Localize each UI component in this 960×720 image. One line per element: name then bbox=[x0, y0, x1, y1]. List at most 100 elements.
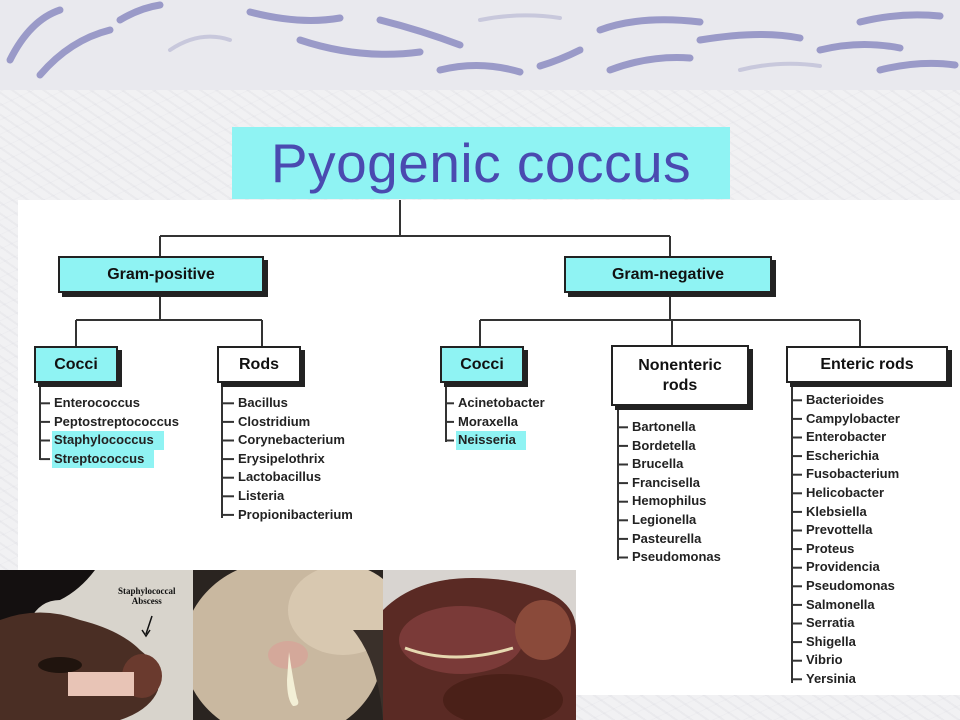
photo-eye-infection bbox=[383, 570, 576, 720]
gram-positive-rods-box: Rods bbox=[217, 346, 301, 383]
gram-positive-box: Gram-positive bbox=[58, 256, 264, 293]
list-item-row: Bacterioides bbox=[804, 391, 900, 410]
nonenteric-rods-box: Nonenteric rods bbox=[611, 345, 749, 406]
list-item: Listeria bbox=[238, 487, 285, 503]
list-item-row: Providencia bbox=[804, 558, 900, 577]
list-item: Corynebacterium bbox=[238, 432, 345, 448]
enteric-rods-box: Enteric rods bbox=[786, 346, 948, 383]
list-item-row: Bordetella bbox=[630, 437, 721, 456]
list-item: Clostridium bbox=[238, 413, 311, 429]
list-item-row: Klebsiella bbox=[804, 503, 900, 522]
list-item-row: Proteus bbox=[804, 540, 900, 559]
list-item: Hemophilus bbox=[632, 493, 707, 509]
list-item: Proteus bbox=[806, 540, 855, 556]
photo-caption: Staphylococcal Abscess bbox=[118, 586, 176, 606]
list-item: Yersinia bbox=[806, 670, 856, 686]
list-item: Francisella bbox=[632, 474, 700, 490]
list-item: Enterobacter bbox=[806, 429, 887, 445]
list-item: Bacterioides bbox=[806, 392, 885, 407]
list-item: Bacillus bbox=[238, 395, 288, 410]
list-item: Brucella bbox=[632, 456, 684, 472]
list-item: Enterococcus bbox=[54, 395, 140, 410]
nonenteric-label-line2: rods bbox=[662, 376, 698, 394]
list-item-row: Hemophilus bbox=[630, 492, 721, 511]
list-item: Peptostreptococcus bbox=[54, 413, 179, 429]
list-item: Serratia bbox=[806, 615, 855, 631]
list-item-row: Clostridium bbox=[236, 413, 353, 432]
list-item: Pasteurella bbox=[632, 530, 702, 546]
decorative-banner bbox=[0, 0, 960, 90]
list-item: Propionibacterium bbox=[238, 506, 353, 522]
list-item-row: Fusobacterium bbox=[804, 465, 900, 484]
gram-negative-cocci-box: Cocci bbox=[440, 346, 524, 383]
list-item-row: Prevottella bbox=[804, 521, 900, 540]
list-item-row: Shigella bbox=[804, 633, 900, 652]
list-item-row: Acinetobacter bbox=[456, 394, 545, 413]
list-item-row: Moraxella bbox=[456, 413, 545, 432]
list-item: Bordetella bbox=[632, 437, 696, 453]
list-item-row: Francisella bbox=[630, 474, 721, 493]
list-item-row: Bartonella bbox=[630, 418, 721, 437]
gram-negative-box: Gram-negative bbox=[564, 256, 772, 293]
list-item: Streptococcus bbox=[52, 449, 155, 469]
list-item-row: Helicobacter bbox=[804, 484, 900, 503]
list-item-row: Legionella bbox=[630, 511, 721, 530]
list-item: Moraxella bbox=[458, 413, 518, 429]
list-item-row: Corynebacterium bbox=[236, 431, 353, 450]
list-item-row: Vibrio bbox=[804, 651, 900, 670]
list-item: Providencia bbox=[806, 559, 880, 575]
list-item-row: Bacillus bbox=[236, 394, 353, 413]
list-item: Campylobacter bbox=[806, 410, 900, 426]
list-item: Vibrio bbox=[806, 652, 843, 668]
list-item-row: Streptococcus bbox=[52, 449, 179, 469]
list-item: Staphylococcus bbox=[52, 431, 164, 450]
list-item-row: Salmonella bbox=[804, 596, 900, 615]
photo-nose-abscess: Staphylococcal Abscess bbox=[0, 570, 193, 720]
list-item-row: Lactobacillus bbox=[236, 468, 353, 487]
list-item-row: Serratia bbox=[804, 614, 900, 633]
list-item-row: Listeria bbox=[236, 487, 353, 506]
list-item: Klebsiella bbox=[806, 503, 867, 519]
list-item-row: Peptostreptococcus bbox=[52, 413, 179, 432]
photo-caption-line2: Abscess bbox=[131, 596, 162, 606]
list-item: Escherichia bbox=[806, 447, 879, 463]
nonenteric-label-line1: Nonenteric bbox=[638, 356, 722, 374]
list-item: Shigella bbox=[806, 633, 856, 649]
list-item-row: Pseudomonas bbox=[804, 577, 900, 596]
list-item: Prevottella bbox=[806, 522, 873, 538]
list-item-row: Campylobacter bbox=[804, 410, 900, 429]
list-item-row: Propionibacterium bbox=[236, 506, 353, 525]
list-item: Lactobacillus bbox=[238, 469, 322, 485]
list-item-row: Erysipelothrix bbox=[236, 450, 353, 469]
classification-chart-lower bbox=[576, 570, 960, 695]
list-item: Neisseria bbox=[456, 431, 526, 450]
list-item: Fusobacterium bbox=[806, 466, 900, 482]
list-item: Acinetobacter bbox=[458, 395, 545, 410]
list-item: Helicobacter bbox=[806, 484, 885, 500]
list-item-row: Enterobacter bbox=[804, 428, 900, 447]
list-item-row: Staphylococcus bbox=[52, 431, 179, 450]
list-item-row: Neisseria bbox=[456, 431, 545, 450]
slide-title: Pyogenic coccus bbox=[232, 127, 730, 199]
list-item-row: Enterococcus bbox=[52, 394, 179, 413]
list-item: Pseudomonas bbox=[632, 549, 721, 565]
gram-positive-cocci-box: Cocci bbox=[34, 346, 118, 383]
list-item: Bartonella bbox=[632, 419, 696, 434]
list-item-row: Escherichia bbox=[804, 447, 900, 466]
clinical-photos: Staphylococcal Abscess bbox=[0, 570, 576, 720]
photo-caption-line1: Staphylococcal bbox=[118, 586, 176, 596]
list-item-row: Pseudomonas bbox=[630, 548, 721, 567]
photo-skin-abscess bbox=[193, 570, 383, 720]
list-item-row: Pasteurella bbox=[630, 530, 721, 549]
list-item: Pseudomonas bbox=[806, 577, 895, 593]
list-item: Salmonella bbox=[806, 596, 875, 612]
list-item: Legionella bbox=[632, 511, 697, 527]
list-item: Erysipelothrix bbox=[238, 450, 325, 466]
list-item-row: Brucella bbox=[630, 455, 721, 474]
list-item-row: Yersinia bbox=[804, 670, 900, 689]
